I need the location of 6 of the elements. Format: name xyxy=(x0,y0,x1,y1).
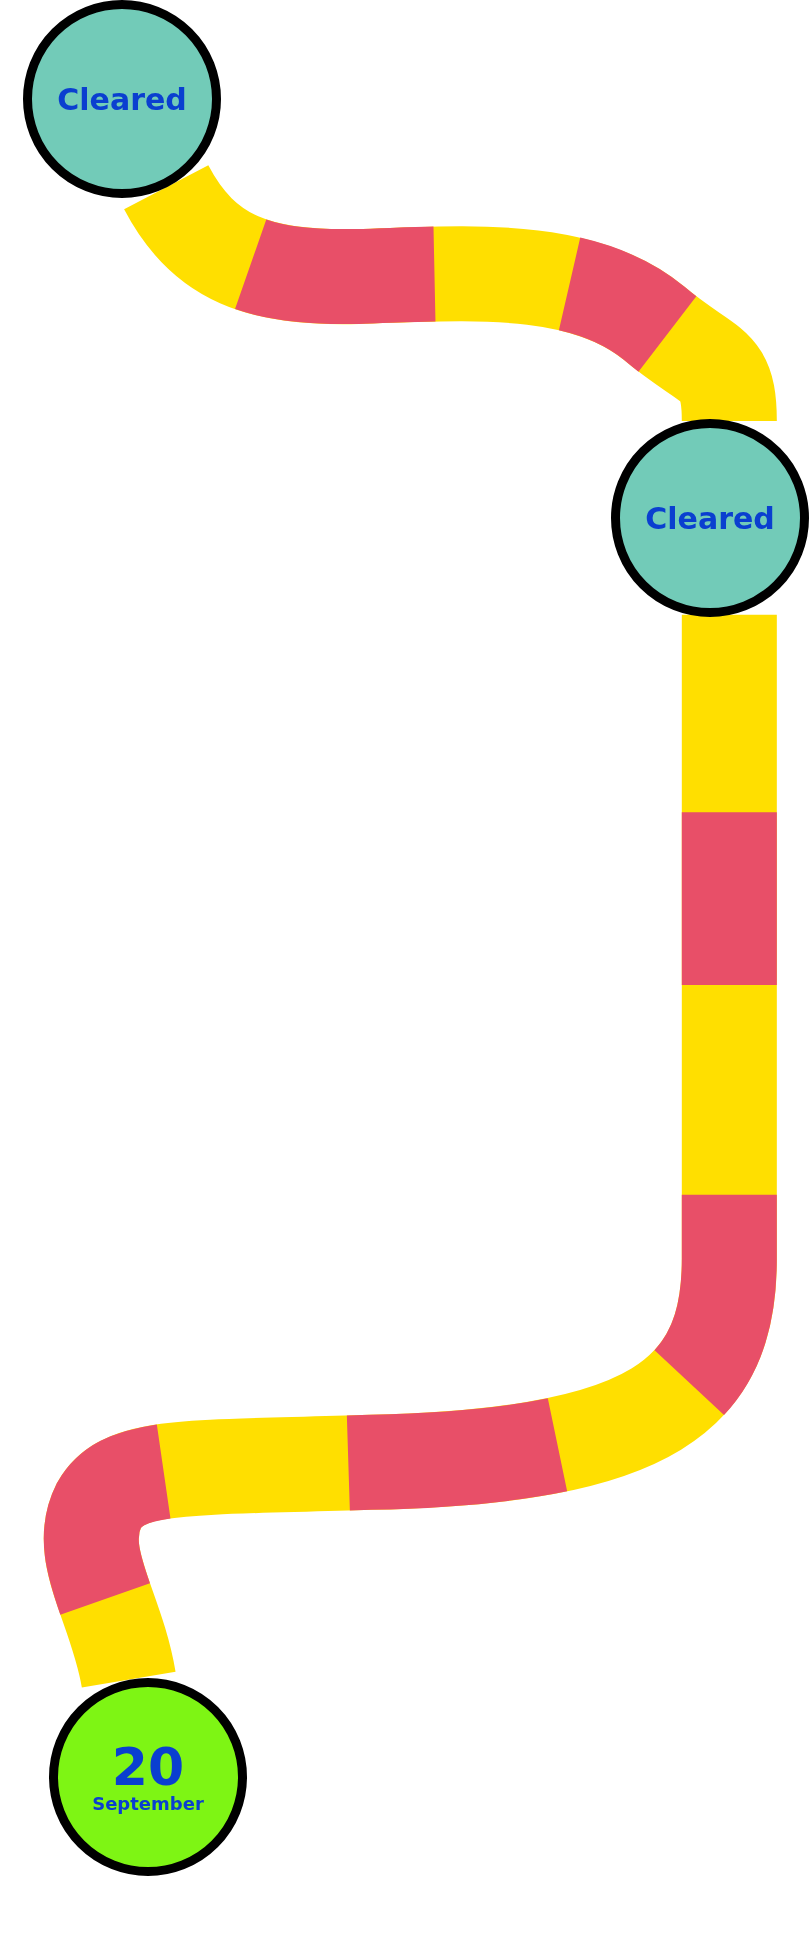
road-path xyxy=(125,163,777,423)
milestone-label: Cleared xyxy=(57,81,187,117)
milestone-label: Cleared xyxy=(645,500,775,536)
milestone-label: September xyxy=(92,1792,204,1814)
day-number: 20 xyxy=(111,1740,185,1793)
road-path xyxy=(44,614,777,1690)
